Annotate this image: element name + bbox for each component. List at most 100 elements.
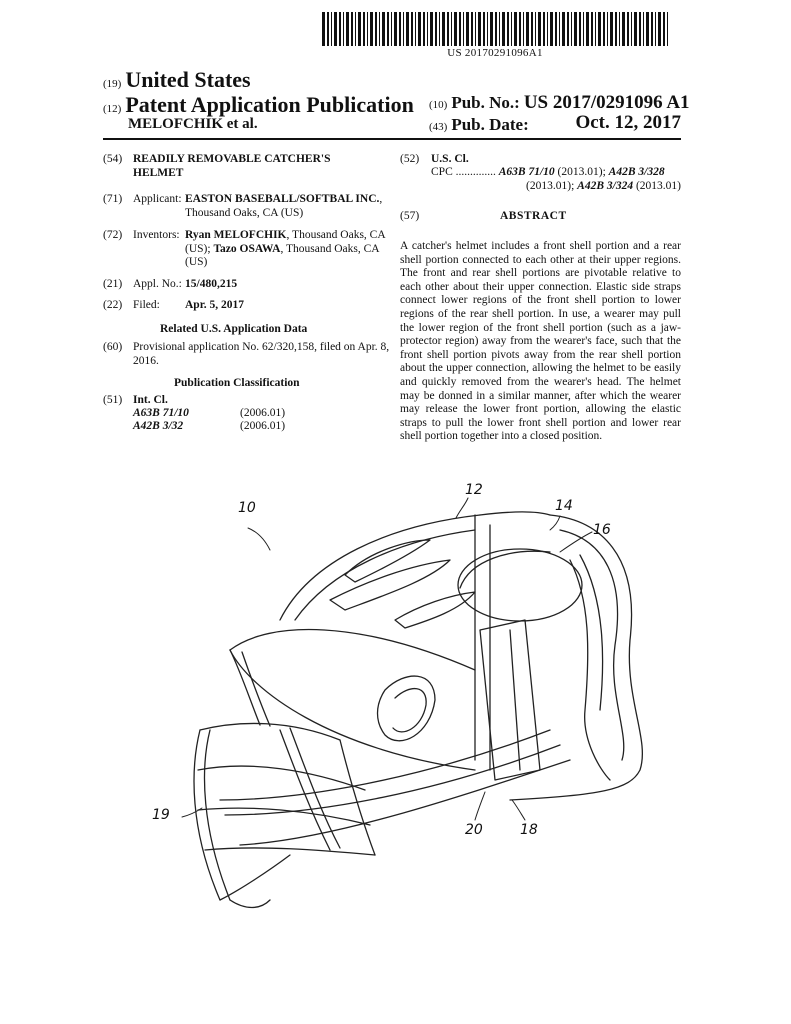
applicant-name: EASTON BASEBALL/SOFTBAL INC. — [185, 193, 380, 205]
barcode-bar — [535, 12, 536, 46]
inid-code: (21) — [103, 278, 123, 290]
barcode-bar — [435, 12, 437, 46]
cpc-line-1: CPC .............. A63B 71/10 (2013.01);… — [431, 166, 681, 180]
abstract-title: ABSTRACT — [500, 210, 567, 222]
barcode-bar — [550, 12, 553, 46]
barcode-bar — [598, 12, 601, 46]
barcode-bar — [399, 12, 401, 46]
appl-no-value: 15/480,215 — [185, 278, 238, 290]
barcode-bar — [519, 12, 521, 46]
barcode-bar — [442, 12, 445, 46]
barcode-bar — [346, 12, 349, 46]
pub-number-block: (10)Pub. No.:US 2017/0291096 A1 — [429, 92, 690, 114]
barcode-bar — [478, 12, 481, 46]
barcode-bar — [466, 12, 469, 46]
ref-num: 19 — [152, 807, 170, 823]
barcode-bar — [391, 12, 392, 46]
barcode-bar — [363, 12, 365, 46]
pub-date-label: Pub. Date: — [451, 115, 529, 134]
barcode-bar — [375, 12, 377, 46]
pub-number-label: Pub. No.: — [451, 93, 520, 112]
barcode-bar — [583, 12, 584, 46]
ref-num: 20 — [465, 822, 483, 838]
appl-no-label: Appl. No.: — [133, 278, 182, 290]
barcode-bar — [646, 12, 649, 46]
int-cl-code: A42B 3/32 — [133, 420, 184, 432]
barcode-bar — [538, 12, 541, 46]
barcode-bar — [591, 12, 593, 46]
inid-code: (71) — [103, 193, 123, 205]
barcode-bar — [406, 12, 409, 46]
barcode-bar — [379, 12, 380, 46]
header-rule — [103, 138, 681, 140]
barcode-bar — [387, 12, 389, 46]
barcode-bar — [607, 12, 608, 46]
barcode-bar — [403, 12, 404, 46]
barcode-bar — [499, 12, 500, 46]
barcode-bar — [603, 12, 605, 46]
inid-code: (51) — [103, 394, 123, 406]
barcode-bar — [631, 12, 632, 46]
inventors-value: Ryan MELOFCHIK, Thousand Oaks, CA (US); … — [185, 229, 397, 270]
cpc-code: A42B 3/324 — [577, 180, 634, 192]
barcode-bar — [610, 12, 613, 46]
int-cl-year: (2006.01) — [240, 420, 286, 432]
barcode-bar — [439, 12, 440, 46]
inventor-name: Tazo OSAWA — [213, 242, 281, 255]
barcode-bar — [351, 12, 353, 46]
barcode-bar — [430, 12, 433, 46]
barcode-bar — [382, 12, 385, 46]
cpc-code: A42B 3/328 — [608, 166, 665, 178]
barcode-bar — [526, 12, 529, 46]
us-cl-label: U.S. Cl. — [431, 153, 469, 165]
filed-label: Filed: — [133, 299, 160, 311]
inid-code: (10) — [429, 99, 448, 111]
provisional-text: Provisional application No. 62/320,158, … — [133, 341, 390, 367]
barcode-bar — [487, 12, 488, 46]
applicant-value: EASTON BASEBALL/SOFTBAL INC., Thousand O… — [185, 193, 397, 220]
pub-class-title: Publication Classification — [174, 377, 300, 389]
barcode-bar — [667, 12, 668, 46]
inid-code: (22) — [103, 299, 123, 311]
abstract-text: A catcher's helmet includes a front shel… — [400, 240, 681, 443]
barcode-bar — [651, 12, 653, 46]
barcode-bar — [355, 12, 356, 46]
barcode-bar — [339, 12, 341, 46]
helmet-drawing — [181, 497, 644, 909]
barcode-bar — [579, 12, 581, 46]
barcode-bar — [415, 12, 416, 46]
barcode-bar — [658, 12, 661, 46]
barcode-bar — [627, 12, 629, 46]
barcode-bar — [571, 12, 572, 46]
barcode-bar — [427, 12, 428, 46]
barcode-bar — [523, 12, 524, 46]
ref-num: 12 — [465, 482, 483, 498]
barcode-bar — [531, 12, 533, 46]
barcode-bar — [547, 12, 548, 46]
barcode-bar — [343, 12, 344, 46]
invention-title: READILY REMOVABLE CATCHER'S HELMET — [133, 153, 331, 179]
inid-code: (72) — [103, 229, 123, 241]
barcode-bar — [334, 12, 337, 46]
barcode-bar — [655, 12, 656, 46]
barcode-bar — [562, 12, 565, 46]
int-cl-label: Int. Cl. — [133, 394, 168, 406]
barcode-bar — [459, 12, 461, 46]
inid-code: (60) — [103, 341, 123, 353]
pub-number: US 2017/0291096 A1 — [523, 92, 690, 113]
barcode-bar — [463, 12, 464, 46]
barcode-bar — [358, 12, 361, 46]
cpc-code: A63B 71/10 — [498, 166, 555, 178]
inventor-short: MELOFCHIK et al. — [128, 116, 258, 132]
doc-type-title: Patent Application Publication — [125, 92, 414, 117]
barcode-bar — [418, 12, 421, 46]
barcode-bar — [567, 12, 569, 46]
patent-figure: 10 12 14 16 19 20 18 — [130, 470, 730, 940]
barcode-bar — [586, 12, 589, 46]
inventor-location: , Thousand Oaks, CA (US); — [185, 229, 386, 255]
filed-value: Apr. 5, 2017 — [185, 299, 244, 311]
cpc-year: (2013.01); — [526, 180, 578, 192]
barcode-bar — [447, 12, 449, 46]
inid-code: (43) — [429, 121, 448, 133]
barcode-bar — [639, 12, 641, 46]
